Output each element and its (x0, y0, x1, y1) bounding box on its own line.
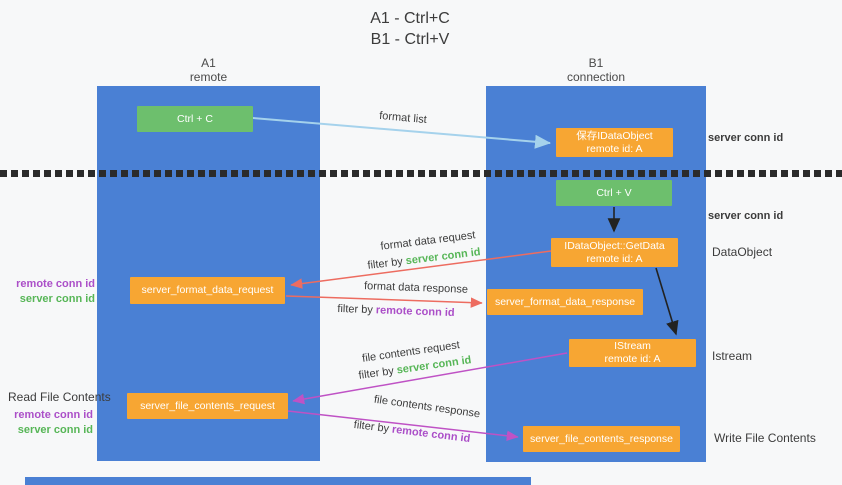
node-save-dataobject: 保存IDataObject remote id: A (556, 128, 673, 157)
node-file-response-label: server_file_contents_response (529, 432, 673, 445)
server-conn-id-note-mid: server conn id (708, 210, 783, 222)
lane-b1-name: B1 (588, 56, 604, 70)
annotation-dataobject: DataObject (712, 245, 772, 259)
diagram-title: A1 - Ctrl+C B1 - Ctrl+V (0, 8, 820, 50)
annotation-read-file: Read File Contents (8, 390, 111, 404)
node-ctrl-v-label: Ctrl + V (596, 186, 632, 199)
remote-conn-id-text: remote conn id (375, 304, 455, 320)
node-getdata: IDataObject::GetData remote id: A (551, 238, 678, 267)
filter-by-text: filter by (337, 302, 374, 317)
annotation-write-file-text: Write File Contents (714, 431, 816, 445)
node-file-response: server_file_contents_response (523, 426, 680, 452)
annotation-istream: Istream (712, 349, 752, 363)
node-getdata-line2: remote id: A (586, 252, 643, 265)
node-format-response: server_format_data_response (487, 289, 643, 315)
server-conn-id-text: server conn id (19, 293, 95, 305)
session-divider (0, 170, 842, 177)
remote-conn-id-text: remote conn id (391, 423, 471, 446)
node-istream: IStream remote id: A (569, 339, 696, 367)
edge-label-format-list: format list (379, 110, 428, 126)
node-format-request-label: server_format_data_request (141, 284, 274, 296)
node-getdata-line1: IDataObject::GetData (564, 239, 665, 252)
edge-label-format-list-text: format list (378, 109, 428, 127)
server-conn-id-note-top: server conn id (708, 132, 783, 144)
remote-conn-id-text: remote conn id (16, 278, 95, 290)
node-save-dataobject-line1: 保存IDataObject (576, 129, 653, 142)
lane-b1-role: connection (566, 70, 626, 84)
annotation-dataobject-text: DataObject (712, 245, 773, 259)
lane-a1-name: A1 (201, 56, 216, 70)
lane-header-a1: A1 remote (97, 56, 320, 84)
server-conn-id-text: server conn id (17, 424, 93, 436)
annotation-write-file: Write File Contents (714, 431, 816, 445)
server-conn-id-text: server conn id (708, 210, 784, 222)
edge-label-format-data-response-text: format data response (363, 280, 469, 296)
filter-by-text: filter by (353, 418, 390, 436)
node-ctrl-c: Ctrl + C (137, 106, 253, 132)
node-save-dataobject-line2: remote id: A (586, 142, 643, 155)
node-istream-line2: remote id: A (604, 353, 661, 365)
node-ctrl-v: Ctrl + V (556, 180, 672, 206)
node-ctrl-c-label: Ctrl + C (177, 112, 213, 125)
node-istream-line1: IStream (614, 340, 651, 352)
node-format-request: server_format_data_request (130, 277, 285, 304)
server-conn-id-text: server conn id (708, 132, 784, 144)
node-file-request-label: server_file_contents_request (140, 399, 275, 412)
edge-label-format-data-response: format data response (364, 280, 468, 296)
edge-label-file-contents-response: file contents response (373, 394, 481, 421)
annotation-read-file-text: Read File Contents (8, 390, 111, 404)
window-edge-strip (25, 477, 531, 485)
title-line-1: A1 - Ctrl+C (370, 10, 450, 27)
lane-a1-role: remote (189, 70, 228, 84)
edge-label-file-contents-response-text: file contents response (373, 393, 481, 421)
annotation-istream-text: Istream (712, 349, 753, 363)
filter-by-text: filter by (366, 255, 404, 272)
remote-conn-id-text: remote conn id (14, 409, 93, 421)
title-line-2: B1 - Ctrl+V (370, 31, 450, 48)
conn-ids-file: remote conn id server conn id (14, 408, 93, 438)
lane-header-b1: B1 connection (486, 56, 706, 84)
node-file-request: server_file_contents_request (127, 393, 288, 419)
server-conn-id-text: server conn id (405, 246, 482, 268)
filter-by-text: filter by (357, 365, 395, 382)
conn-ids-format: remote conn id server conn id (16, 277, 95, 307)
node-format-response-label: server_format_data_response (494, 295, 636, 308)
